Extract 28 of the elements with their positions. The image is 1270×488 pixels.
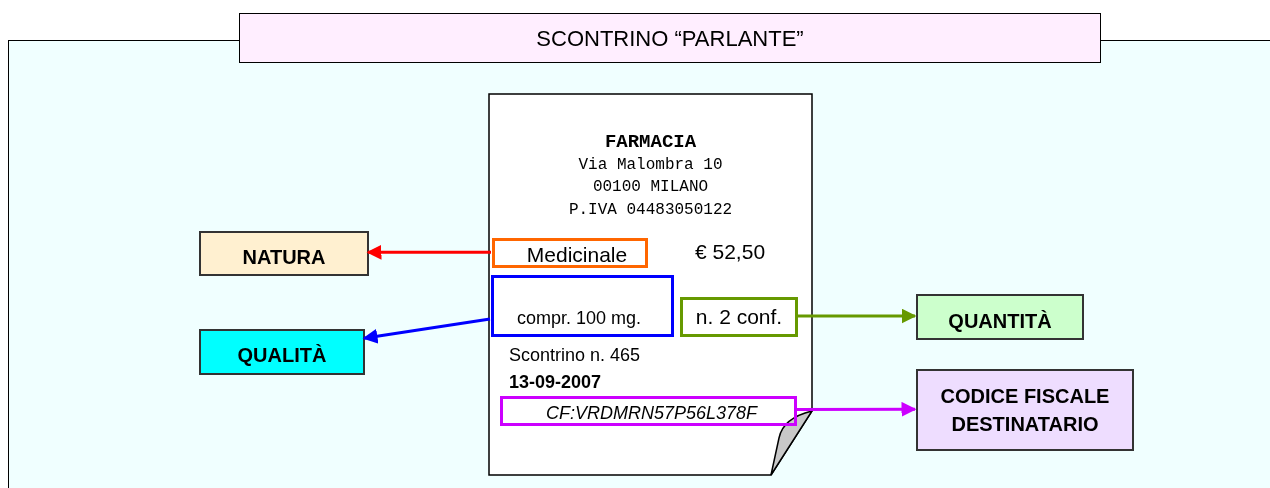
label-text: CF:VRDMRN57P56L378F: [544, 402, 759, 425]
receipt-number: Scontrino n. 465: [509, 344, 641, 367]
receipt-header: FARMACIA: [603, 131, 698, 155]
address-text: Via Malombra 10: [577, 155, 724, 175]
price-text: € 52,50: [695, 239, 766, 265]
category-box: [916, 369, 1134, 451]
arrow: [362, 317, 491, 344]
arrow: [366, 244, 491, 260]
label-text: CODICE FISCALE DESTINATARIO: [939, 384, 1111, 437]
label-text: QUALITÀ: [236, 343, 328, 368]
category-box: [199, 231, 369, 276]
arrow: [797, 308, 917, 324]
city-text: 00100 MILANO: [591, 177, 710, 197]
label-text: compr. 100 mg.: [516, 307, 643, 330]
highlight-frame: [680, 297, 798, 337]
label-text: QUANTITÀ: [947, 309, 1053, 334]
highlight-frame: [492, 238, 648, 268]
label-text: n. 2 conf.: [694, 304, 784, 330]
category-box: [916, 294, 1084, 340]
label-text: NATURA: [241, 244, 327, 270]
category-box: [199, 329, 365, 375]
arrow: [796, 401, 917, 417]
title-banner: SCONTRINO “PARLANTE”: [239, 13, 1101, 63]
label-text: Medicinale: [525, 242, 629, 268]
highlight-frame: [500, 396, 797, 426]
vat-number: P.IVA 04483050122: [567, 200, 734, 220]
highlight-frame: [491, 275, 674, 337]
date-text: 13-09-2007: [509, 371, 602, 394]
